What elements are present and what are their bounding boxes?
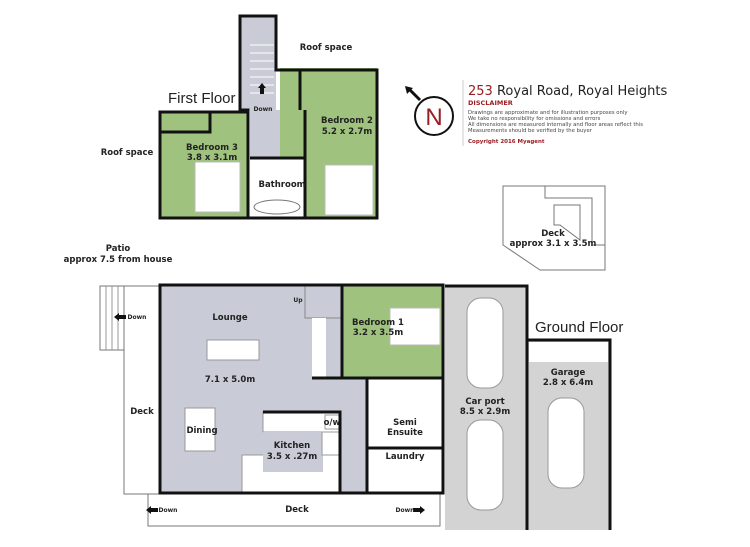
garage-name: Garage: [551, 368, 586, 378]
lounge-size: 7.1 x 5.0m: [205, 375, 256, 385]
dining-label: Dining: [186, 426, 217, 436]
disclaimer-line: Measurements should be verified by the b…: [468, 128, 593, 134]
arrow-left-icon: [114, 313, 126, 321]
down-bottom-left-label: Down: [159, 507, 178, 514]
staircase: [240, 16, 276, 110]
garage-size: 2.8 x 6.4m: [543, 378, 594, 388]
roof-space-left: Roof space: [101, 148, 154, 158]
carport-name: Car port: [465, 397, 504, 407]
lounge-name: Lounge: [212, 313, 247, 323]
patio-name: Patio: [106, 244, 131, 254]
bedroom-3-size: 3.8 x 3.1m: [187, 153, 238, 163]
sofa: [206, 339, 260, 361]
kitchen-size: 3.5 x .27m: [267, 452, 318, 462]
oven-label: o/w: [324, 418, 341, 428]
arrow-left-icon: [146, 506, 158, 514]
arrow-up-icon: [258, 83, 266, 94]
stairs-up: [304, 284, 343, 319]
closet: [312, 318, 326, 378]
bedroom-3-name: Bedroom 3: [186, 143, 238, 153]
disclaimer-line: Drawings are approximate and for illustr…: [468, 110, 628, 116]
down-bottom-right-label: Down: [396, 507, 415, 514]
first-floor-title: First Floor: [168, 90, 236, 107]
arrow-right-icon: [413, 506, 425, 514]
disclaimer-line: All dimensions are measured internally a…: [468, 122, 643, 128]
property-title: 253 Royal Road, Royal Heights: [468, 84, 667, 99]
car-icons: [466, 297, 585, 511]
bed-3: [194, 161, 241, 213]
deck-bottom-label: Deck: [285, 505, 309, 515]
compass: N: [405, 86, 454, 136]
roof-space-top: Roof space: [300, 43, 353, 53]
car-icon: [466, 419, 504, 511]
first-floor: [158, 14, 379, 220]
deck-left-label: Deck: [130, 407, 154, 417]
ensuite-laundry: [367, 378, 443, 493]
stairs-up-label: Up: [293, 297, 303, 304]
stove: [321, 431, 341, 456]
kitchen-name: Kitchen: [274, 441, 310, 451]
ground-floor-title: Ground Floor: [535, 319, 623, 336]
bathroom-name: Bathroom: [258, 180, 305, 190]
deck-left: [123, 285, 161, 495]
bedroom-1-size: 3.2 x 3.5m: [353, 328, 404, 338]
dining-table: [184, 407, 216, 452]
disclaimer-line: We take no responsibility for omissions …: [468, 116, 601, 122]
compass-letter: N: [425, 104, 442, 131]
ensuite-line2: Ensuite: [387, 428, 423, 438]
bathroom: [250, 158, 305, 218]
bathtub: [253, 199, 301, 215]
upper-deck-name: Deck: [541, 229, 565, 239]
patio-note: approx 7.5 from house: [64, 255, 173, 265]
bedroom-2-name: Bedroom 2: [321, 116, 373, 126]
bed-1: [389, 307, 441, 346]
carport-size: 8.5 x 2.9m: [460, 407, 511, 417]
down-left-label: Down: [128, 314, 147, 321]
bedroom-1-name: Bedroom 1: [352, 318, 404, 328]
copyright: Copyright 2016 Myagent: [468, 139, 545, 145]
bed-2: [324, 164, 374, 216]
garage-header: [529, 342, 608, 362]
kitchen-island: [263, 432, 323, 472]
upper-deck: [502, 185, 606, 271]
bedroom-2-size: 5.2 x 2.7m: [322, 127, 373, 137]
stairs-down-label: Down: [254, 106, 273, 113]
car-icon: [547, 397, 585, 489]
car-icon: [466, 297, 504, 389]
upper-deck-size: approx 3.1 x 3.5m: [510, 239, 597, 249]
laundry-label: Laundry: [385, 452, 425, 462]
ground-floor: o/w: [99, 283, 612, 530]
ensuite-line1: Semi: [393, 418, 417, 428]
disclaimer-heading: DISCLAIMER: [468, 99, 513, 107]
